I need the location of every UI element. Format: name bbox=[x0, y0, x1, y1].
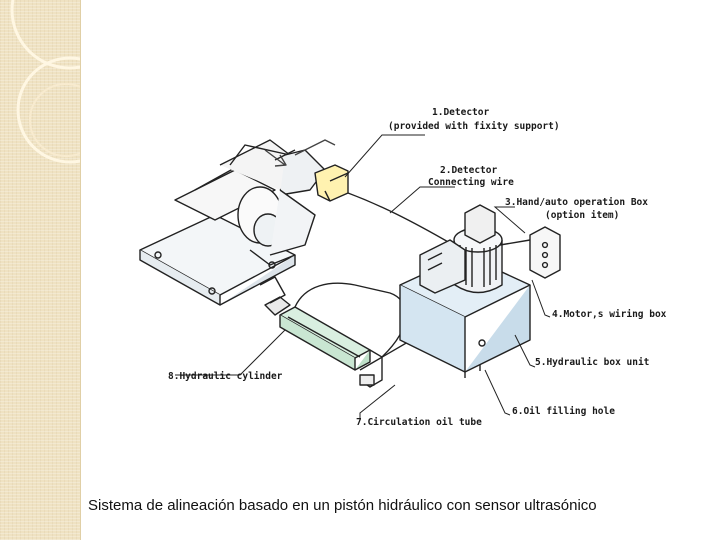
label-hand-auto: 3.Hand/auto operation Box bbox=[505, 197, 648, 208]
label-hand-auto-sub: (option item) bbox=[545, 210, 619, 221]
alignment-system-diagram: 1.Detector (provided with fixity support… bbox=[120, 95, 680, 440]
decorative-circles bbox=[0, 0, 80, 200]
motor bbox=[420, 205, 502, 293]
detector bbox=[315, 165, 348, 201]
figure-caption: Sistema de alineación basado en un pistó… bbox=[88, 497, 708, 514]
label-motor: 4.Motor,s wiring box bbox=[552, 309, 667, 320]
label-cylinder: 8.Hydraulic cylinder bbox=[168, 371, 283, 382]
label-oil-hole: 6.Oil filling hole bbox=[512, 406, 615, 417]
label-connecting: 2.Detector bbox=[440, 165, 497, 176]
connecting-wire bbox=[348, 193, 450, 243]
label-connecting-sub: Connecting wire bbox=[428, 177, 514, 188]
label-detector: 1.Detector bbox=[432, 107, 489, 118]
decorative-side-band bbox=[0, 0, 81, 540]
label-detector-sub: (provided with fixity support) bbox=[388, 121, 560, 132]
hand-auto-operation-box bbox=[500, 227, 560, 278]
label-hydraulic-box: 5.Hydraulic box unit bbox=[535, 357, 649, 368]
label-circulation: 7.Circulation oil tube bbox=[356, 417, 482, 428]
